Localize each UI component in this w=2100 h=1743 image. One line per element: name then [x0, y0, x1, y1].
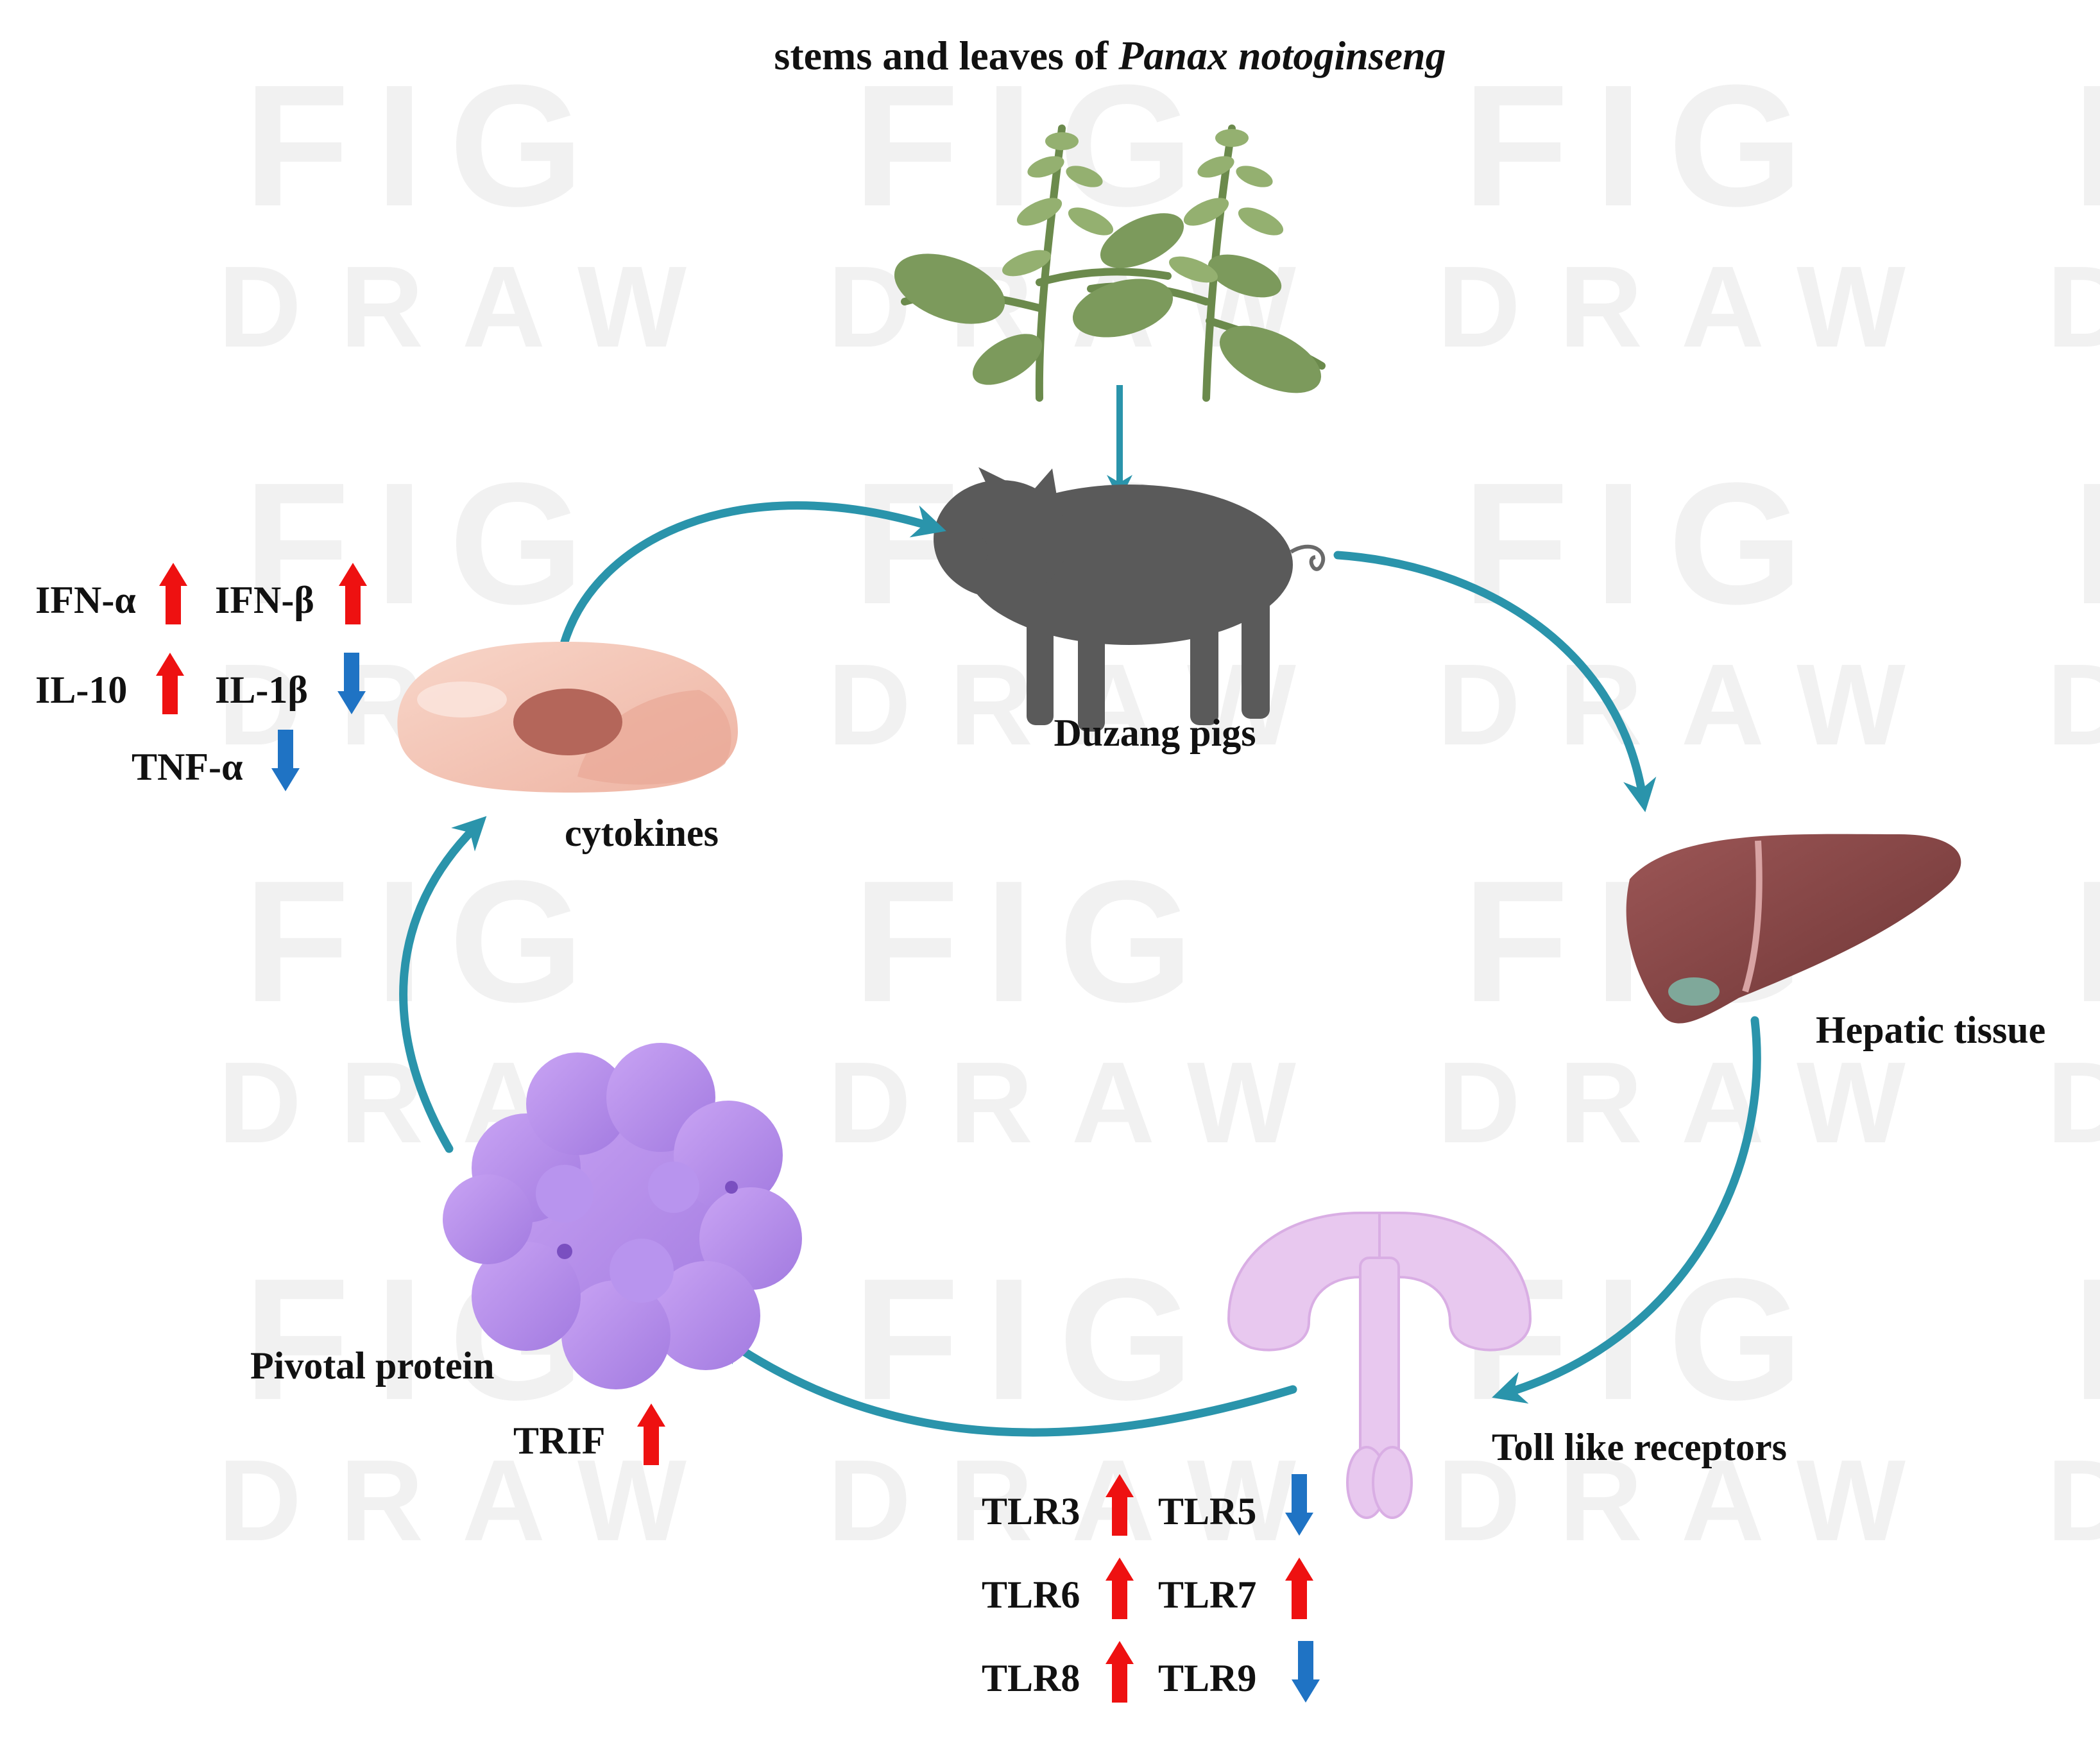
tlr_markers-marker: TLR5 — [1158, 1474, 1313, 1536]
watermark-text: DRAW — [1437, 1436, 1944, 1565]
tlr_markers-marker: TLR3 — [982, 1474, 1134, 1536]
tlr_markers-name: TLR6 — [982, 1574, 1080, 1616]
watermark-text: FIG — [1463, 49, 1829, 243]
tlr_markers-name: TLR7 — [1158, 1574, 1256, 1616]
label-duzang-pigs: Duzang pigs — [1054, 712, 1256, 754]
watermark-text: DRAW — [1437, 640, 1944, 769]
arrow-down-icon — [1292, 1641, 1320, 1703]
watermark-text: DRAW — [2047, 243, 2100, 372]
watermark-text: FIG — [2072, 447, 2100, 640]
liver-icon — [1626, 834, 1961, 1024]
watermark-text: DRAW — [828, 1038, 1335, 1167]
watermark-text: FIG — [244, 845, 610, 1038]
label-toll-like-receptors: Toll like receptors — [1492, 1426, 1787, 1468]
protein-marker-list: TRIF — [513, 1404, 665, 1465]
tlr_markers-name: TLR5 — [1158, 1490, 1256, 1533]
watermark-text: DRAW — [2047, 640, 2100, 769]
panax-plant-icon — [894, 125, 1326, 402]
watermark-text: FIG — [853, 845, 1219, 1038]
watermark-text: DRAW — [1437, 243, 1944, 372]
cytokines-name: IFN-α — [35, 579, 136, 621]
cytokines-name: IL-1β — [215, 669, 308, 711]
protein_markers-marker: TRIF — [513, 1404, 665, 1465]
watermark-text: DRAW — [1437, 1038, 1944, 1167]
arrow-up-icon — [1285, 1558, 1313, 1619]
tlr_markers-name: TLR8 — [982, 1657, 1080, 1699]
arrow-cell-to-pig — [560, 501, 946, 646]
tlr_markers-name: TLR3 — [982, 1490, 1080, 1533]
arrow-down-icon — [337, 653, 366, 714]
arrow-down-icon — [271, 730, 300, 791]
watermark-text: FIG — [853, 1243, 1219, 1436]
watermark-text: FIG — [2072, 1243, 2100, 1436]
label-cytokines: cytokines — [565, 812, 719, 854]
cytokines-marker: IFN-β — [215, 563, 367, 624]
watermark-text: DRAW — [2047, 1038, 2100, 1167]
cytokines-name: IL-10 — [35, 669, 127, 711]
arrow-protein-to-cell — [399, 816, 487, 1153]
label-hepatic-tissue: Hepatic tissue — [1816, 1009, 2045, 1051]
arrow-up-icon — [339, 563, 367, 624]
cytokines-marker: TNF-α — [132, 730, 300, 791]
watermark-text: DRAW — [218, 243, 725, 372]
arrow-tlr-to-protein — [714, 1332, 1297, 1437]
protein_markers-name: TRIF — [513, 1420, 605, 1462]
arrow-down-icon — [1285, 1474, 1313, 1536]
arrow-pig-to-liver — [1333, 551, 1657, 812]
cytokines-marker: IL-10 — [35, 653, 184, 714]
arrow-up-icon — [1105, 1641, 1134, 1703]
tlr_markers-name: TLR9 — [1158, 1657, 1256, 1699]
watermark-text: FIG — [244, 447, 610, 640]
arrow-up-icon — [156, 653, 184, 714]
arrow-up-icon — [1105, 1474, 1134, 1536]
pivotal-protein-icon — [443, 1043, 802, 1389]
cytokine-cell-icon — [397, 642, 738, 793]
tlr_markers-marker: TLR7 — [1158, 1558, 1313, 1619]
label-pivotal-protein: Pivotal protein — [250, 1344, 495, 1387]
watermark-text: DRAW — [218, 1436, 725, 1565]
cytokines-marker: IFN-α — [35, 563, 187, 624]
cytokines-name: TNF-α — [132, 746, 243, 788]
toll-like-receptor-icon — [1227, 1212, 1532, 1519]
cycle-arrows — [399, 501, 1761, 1437]
arrow-up-icon — [1105, 1558, 1134, 1619]
cytokines-name: IFN-β — [215, 579, 314, 621]
pig-icon — [934, 467, 1326, 732]
arrow-up-icon — [637, 1404, 665, 1465]
arrow-up-icon — [159, 563, 187, 624]
watermark-text: DRAW — [828, 1436, 1335, 1565]
arrow-liver-to-tlr — [1492, 1016, 1761, 1404]
watermark-text: FIG — [2072, 845, 2100, 1038]
tlr_markers-marker: TLR8 — [982, 1641, 1134, 1703]
watermark-text: FIG — [2072, 49, 2100, 243]
tlr_markers-marker: TLR9 — [1158, 1641, 1320, 1703]
tlr_markers-marker: TLR6 — [982, 1558, 1134, 1619]
watermark-text: FIG — [244, 49, 610, 243]
cytokines-marker: IL-1β — [215, 653, 366, 714]
watermark-text: DRAW — [2047, 1436, 2100, 1565]
title: stems and leaves of Panax notoginseng — [774, 33, 1446, 78]
